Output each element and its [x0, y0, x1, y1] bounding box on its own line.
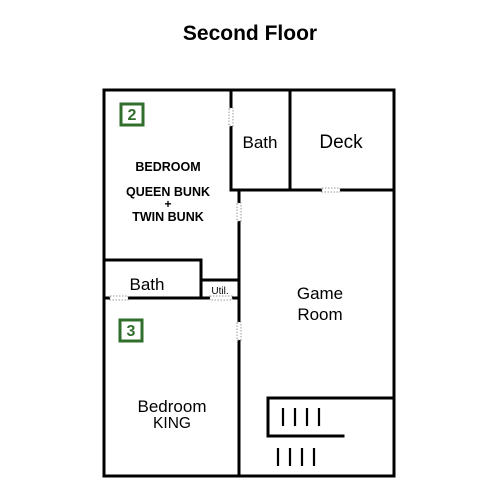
bedroom-2-plus: +: [164, 197, 171, 211]
deck-label: Deck: [319, 132, 363, 153]
room-game-room: Game Room: [297, 284, 343, 324]
game-room-label-line-2: Room: [297, 305, 342, 324]
bedroom-2-bed-1: QUEEN BUNK: [126, 185, 210, 199]
bedroom-2-label: BEDROOM: [135, 160, 200, 174]
stair-treads-upper: [281, 408, 321, 426]
room-bedroom-2: 2 BEDROOM QUEEN BUNK + TWIN BUNK: [119, 102, 210, 224]
room-bedroom-3: 3 Bedroom KING: [118, 318, 207, 432]
game-room-label-line-1: Game: [297, 284, 343, 303]
bedroom-3-bed: KING: [153, 415, 191, 432]
bedroom-2-bed-2: TWIN BUNK: [132, 210, 204, 224]
badge-2: [119, 102, 145, 127]
bedroom-3-label: Bedroom: [138, 397, 207, 416]
stair-treads-lower: [276, 448, 316, 466]
outer-wall: [102, 88, 396, 478]
door-markers: [109, 107, 341, 341]
bath-upper-label: Bath: [243, 133, 278, 152]
bath-lower-label: Bath: [130, 275, 165, 294]
util-label: Util.: [211, 286, 228, 297]
badge-3-number: 3: [127, 323, 136, 340]
badge-3: [118, 318, 144, 343]
badge-2-number: 2: [128, 107, 137, 124]
floor-title: Second Floor: [182, 22, 318, 45]
